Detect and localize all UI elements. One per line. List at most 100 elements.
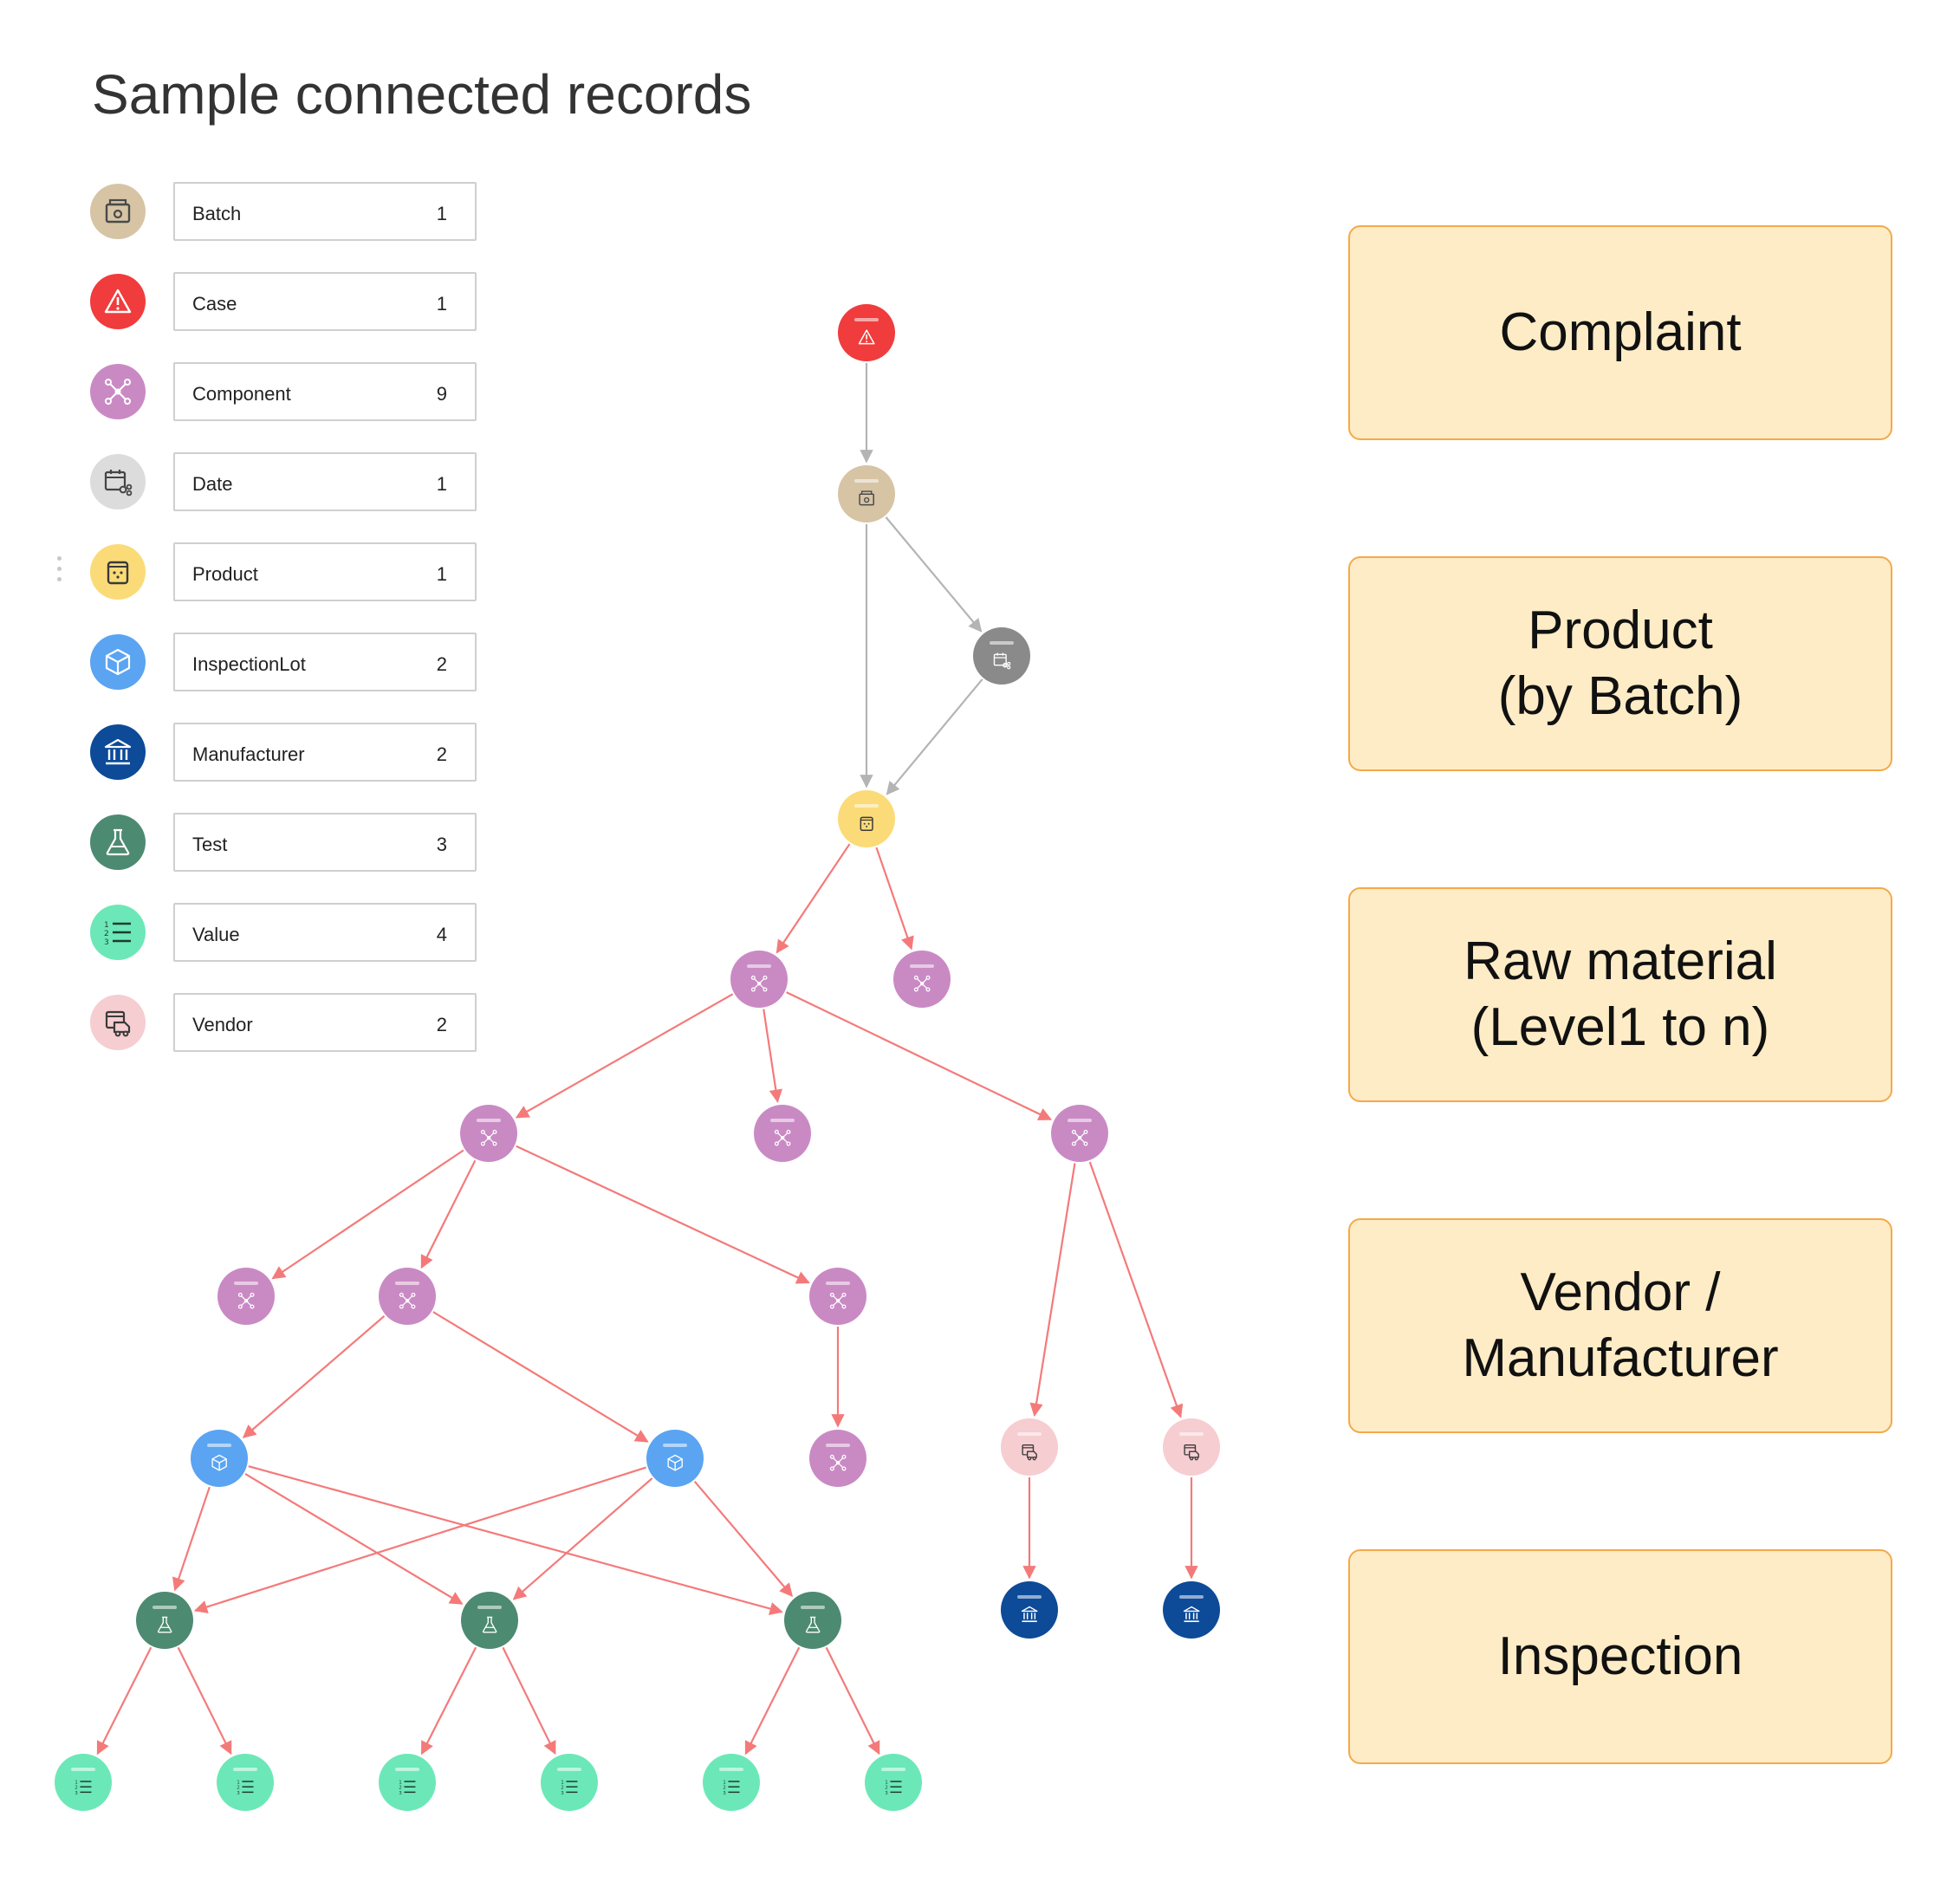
- graph-node-vendor[interactable]: [1001, 1418, 1058, 1476]
- graph-edge[interactable]: [763, 1009, 782, 1103]
- graph-edge[interactable]: [515, 993, 734, 1119]
- graph-node-value[interactable]: 123: [217, 1754, 274, 1811]
- graph-edge[interactable]: [502, 1646, 556, 1755]
- graph-edge[interactable]: [744, 1646, 801, 1755]
- graph-node-product[interactable]: [838, 790, 895, 847]
- graph-node-batch[interactable]: [838, 465, 895, 522]
- graph-edge[interactable]: [248, 1465, 783, 1616]
- graph-node-component[interactable]: [809, 1430, 866, 1487]
- graph-node-component[interactable]: [1051, 1105, 1108, 1162]
- graph-node-date[interactable]: [973, 627, 1030, 685]
- graph-node-component[interactable]: [460, 1105, 517, 1162]
- graph-node-component[interactable]: [379, 1268, 436, 1325]
- graph-edge[interactable]: [244, 1473, 464, 1605]
- graph-node-value[interactable]: 123: [541, 1754, 598, 1811]
- legend-item-label: InspectionLot: [192, 653, 306, 675]
- graph-edge[interactable]: [693, 1480, 794, 1597]
- graph-node-component[interactable]: [809, 1268, 866, 1325]
- graph-node-value[interactable]: 123: [865, 1754, 922, 1811]
- legend-item-count: 1: [436, 293, 447, 315]
- graph-edge[interactable]: [1029, 1163, 1076, 1417]
- graph-edge[interactable]: [512, 1477, 653, 1600]
- graph-node-test[interactable]: [136, 1592, 193, 1649]
- graph-node-manufacturer[interactable]: [1001, 1581, 1058, 1639]
- graph-edge[interactable]: [420, 1159, 477, 1269]
- stage-box-4: Vendor / Manufacturer: [1348, 1218, 1892, 1433]
- graph-node-inspection-lot[interactable]: [646, 1430, 704, 1487]
- graph-edge[interactable]: [172, 1486, 211, 1592]
- graph-node-vendor[interactable]: [1163, 1418, 1220, 1476]
- drag-handle[interactable]: [57, 556, 62, 586]
- flask-icon: [157, 1616, 172, 1633]
- svg-text:3: 3: [104, 938, 109, 947]
- svg-text:2: 2: [104, 930, 109, 938]
- graph-edge[interactable]: [96, 1646, 153, 1755]
- graph-node-component[interactable]: [893, 951, 951, 1008]
- graph-edge[interactable]: [420, 1646, 477, 1755]
- svg-text:3: 3: [75, 1791, 78, 1796]
- graph-node-component[interactable]: [754, 1105, 811, 1162]
- cube-icon: [90, 634, 146, 690]
- svg-text:1: 1: [104, 921, 109, 930]
- graph-node-test[interactable]: [461, 1592, 518, 1649]
- graph-node-value[interactable]: 123: [703, 1754, 760, 1811]
- legend-item-inspection-lot[interactable]: InspectionLot 2: [90, 633, 489, 693]
- svg-text:3: 3: [723, 1791, 726, 1796]
- legend-item-box[interactable]: InspectionLot 2: [173, 633, 477, 691]
- graph-edge[interactable]: [786, 991, 1053, 1120]
- list-icon: 123: [885, 1780, 902, 1796]
- graph-edge[interactable]: [886, 678, 983, 795]
- graph-edge[interactable]: [177, 1646, 232, 1755]
- graph-edge[interactable]: [776, 843, 851, 954]
- legend-item-count: 9: [436, 383, 447, 405]
- graph-edge[interactable]: [432, 1311, 649, 1443]
- graph-node-value[interactable]: 123: [55, 1754, 112, 1811]
- legend-item-count: 2: [436, 653, 447, 675]
- graph-node-manufacturer[interactable]: [1163, 1581, 1220, 1639]
- graph-edge[interactable]: [885, 516, 983, 633]
- graph-node-value[interactable]: 123: [379, 1754, 436, 1811]
- graph-edge[interactable]: [271, 1149, 464, 1280]
- graph-edge[interactable]: [825, 1646, 880, 1755]
- batch-icon: [90, 184, 146, 239]
- list-icon: 123: [561, 1780, 578, 1796]
- svg-text:2: 2: [399, 1786, 402, 1791]
- graph-node-test[interactable]: [784, 1592, 841, 1649]
- list-icon: 123: [237, 1780, 254, 1796]
- graph-edge[interactable]: [1088, 1161, 1184, 1418]
- graph-edge[interactable]: [193, 1466, 646, 1613]
- graph-edge[interactable]: [875, 847, 914, 951]
- list-icon: 123: [399, 1780, 416, 1796]
- warning-icon: [90, 274, 146, 329]
- graph-node-case[interactable]: [838, 304, 895, 361]
- graph-node-component[interactable]: [217, 1268, 275, 1325]
- graph-edge[interactable]: [242, 1315, 386, 1438]
- graph-edge[interactable]: [516, 1145, 810, 1284]
- vendor-icon: [1184, 1444, 1199, 1461]
- stage-label: Product (by Batch): [1497, 600, 1743, 726]
- svg-text:1: 1: [885, 1780, 888, 1785]
- graph-node-inspection-lot[interactable]: [191, 1430, 248, 1487]
- page-title: Sample connected records: [92, 63, 752, 126]
- graph-node-component[interactable]: [730, 951, 788, 1008]
